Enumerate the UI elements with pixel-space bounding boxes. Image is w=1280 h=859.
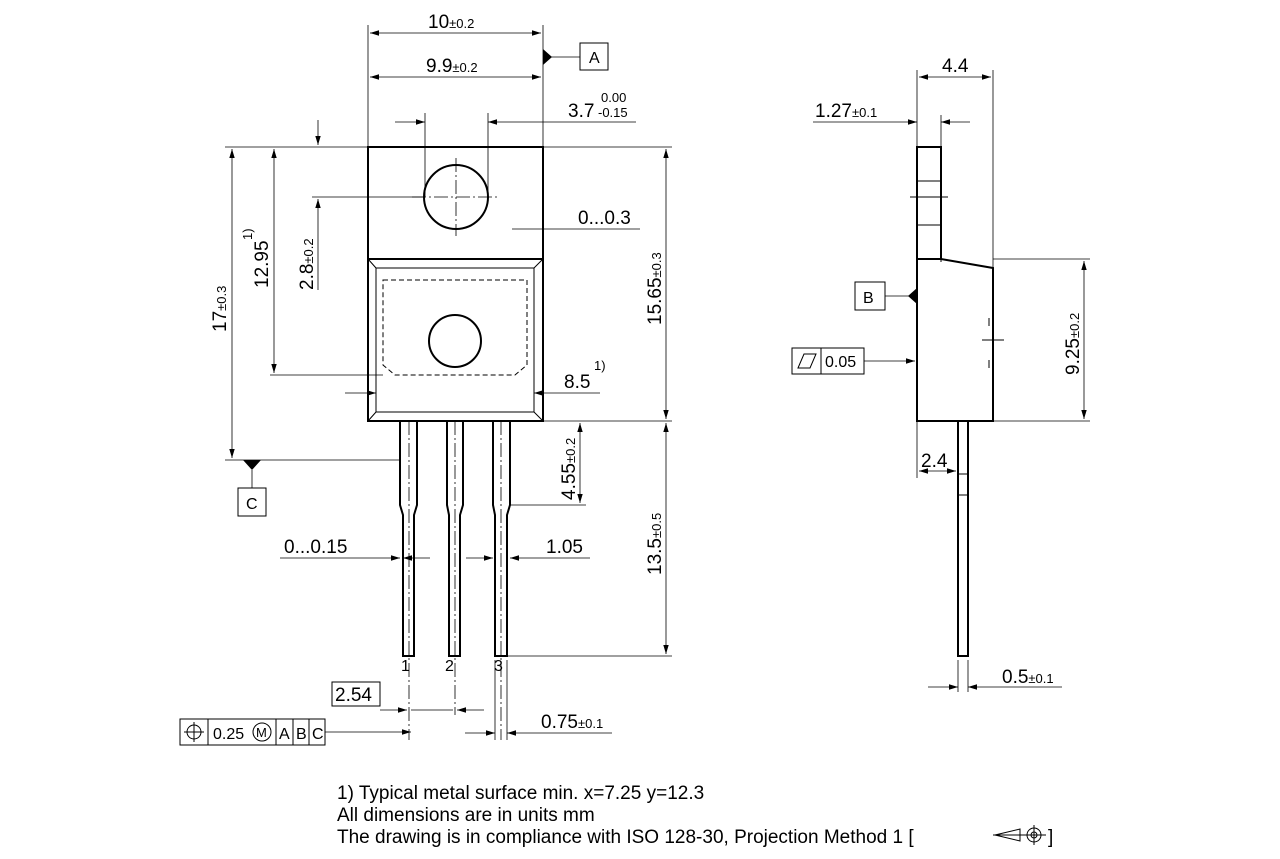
dim-tab-1-27: 1.27±0.1: [815, 101, 877, 122]
datum-a-label: A: [589, 50, 600, 67]
pin-2-label: 2: [445, 658, 454, 675]
dim-lead-0-75: 0.75±0.1: [541, 712, 603, 733]
svg-text:C: C: [312, 726, 324, 743]
dim-lead-2-4: 2.4: [921, 451, 948, 472]
dim-hole-tol-lower: -0.15: [598, 105, 628, 120]
svg-text:0.25: 0.25: [213, 726, 244, 743]
svg-text:A: A: [279, 726, 290, 743]
dim-height-12-95: 12.95: [252, 240, 273, 288]
datum-c-label: C: [246, 496, 258, 513]
dim-width-9-9: 9.9±0.2: [426, 56, 478, 77]
svg-text:0.05: 0.05: [825, 354, 856, 371]
svg-text:M: M: [256, 725, 267, 740]
side-tab: [916, 146, 942, 260]
lead-1: [399, 421, 418, 657]
dim-pitch-2-54: 2.54: [335, 685, 372, 706]
dim-lead-0-5: 0.5±0.1: [1002, 667, 1054, 688]
lead-2: [446, 421, 464, 657]
dim-gap-0-0-3: 0...0.3: [578, 208, 631, 229]
flatness-icon: [797, 353, 817, 369]
side-view: 4.4 1.27±0.1 B 0.05 9.25±0.2 2.4: [791, 56, 1090, 692]
dim-hole-tol-upper: 0.00: [601, 90, 626, 105]
dim-body-9-25: 9.25±0.2: [1063, 313, 1084, 375]
drawing-notes: 1) Typical metal surface min. x=7.25 y=1…: [337, 783, 1053, 848]
package-tab: [367, 146, 544, 260]
metal-surface-outline: [382, 279, 528, 376]
note-iso: The drawing is in compliance with ISO 12…: [337, 827, 914, 848]
datum-b-label: B: [863, 290, 874, 307]
note-surface: 1) Typical metal surface min. x=7.25 y=1…: [337, 783, 704, 804]
pin-1-label: 1: [401, 658, 410, 675]
projection-method-icon: [993, 825, 1046, 845]
dim-height-17: 17±0.3: [210, 286, 231, 332]
position-tolerance-frame: 0.25 M A B C: [179, 718, 411, 746]
ejector-mark: [428, 314, 482, 368]
side-body: [916, 258, 994, 422]
lead-3: [492, 421, 511, 657]
dim-width-8-5: 8.5: [564, 372, 590, 393]
dim-height-2-8: 2.8±0.2: [297, 238, 318, 290]
dim-width-10: 10±0.2: [428, 12, 474, 33]
dim-lead-1-05: 1.05: [546, 537, 583, 558]
dim-thick-4-4: 4.4: [942, 56, 969, 77]
package-body: [367, 258, 544, 422]
front-view: 1 2 3 10±0.2 A 9.9±0.2 3.7 0.00 -0.15 0.…: [179, 12, 672, 746]
dim-lead-4-55: 4.55±0.2: [559, 438, 580, 500]
dim-hole-3-7: 3.7: [568, 101, 594, 122]
dim-height-12-95-note: 1): [240, 228, 255, 240]
flatness-tolerance-frame: 0.05: [791, 347, 915, 375]
dim-lead-0-0-15: 0...0.15: [284, 537, 347, 558]
note-units: All dimensions are in units mm: [337, 805, 595, 826]
side-lead: [957, 421, 969, 657]
mmc-modifier-icon: [252, 722, 272, 742]
dim-width-8-5-note: 1): [594, 358, 606, 373]
pin-3-label: 3: [494, 658, 503, 675]
dim-lead-13-5: 13.5±0.5: [645, 513, 666, 575]
note-iso-end: ]: [1048, 827, 1053, 848]
dim-height-15-65: 15.65±0.3: [645, 252, 666, 325]
svg-text:B: B: [296, 726, 307, 743]
